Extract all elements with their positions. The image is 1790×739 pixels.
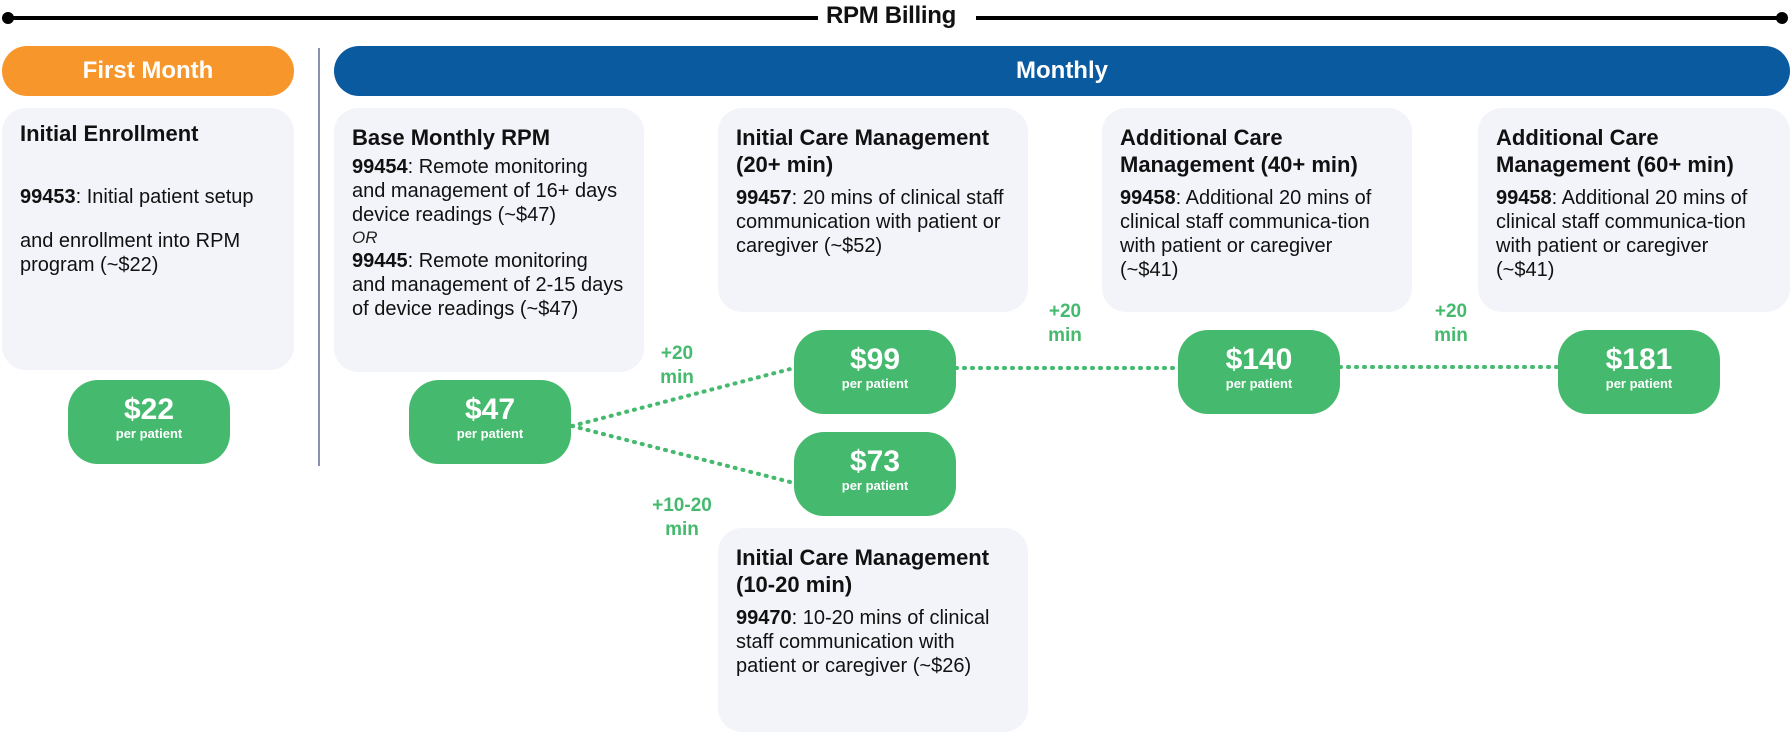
price-badge-47: $47 per patient <box>409 380 571 464</box>
card-text: : 10-20 mins of clinical staff communica… <box>736 607 990 677</box>
price-value: $181 <box>1605 343 1673 376</box>
card-line: 99453: Initial patient setup <box>20 185 276 209</box>
price-value: $47 <box>464 393 516 426</box>
cpt-code: 99445 <box>352 250 408 272</box>
price-value: $73 <box>849 445 901 478</box>
title-rule-left <box>8 16 818 20</box>
title-rule-right <box>976 16 1782 20</box>
card-text: : Remote monitoring and management of 2-… <box>352 250 624 320</box>
cpt-code: 99454 <box>352 156 408 178</box>
or-label: OR <box>352 228 378 247</box>
price-value: $99 <box>849 343 901 376</box>
price-unit: per patient <box>115 426 183 441</box>
card-text: : Additional 20 mins of clinical staff c… <box>1496 187 1748 281</box>
price-badge-181: $181 per patient <box>1558 330 1720 414</box>
connector-47-to-73 <box>570 424 796 485</box>
card-additional-care-40: Additional Care Management (40+ min) 994… <box>1102 108 1412 312</box>
monthly-label: Monthly <box>1016 57 1108 84</box>
time-label-plus-20: +20 min <box>660 343 694 388</box>
card-title: Initial Care Management (10-20 min) <box>736 545 990 597</box>
card-text: : Initial patient setup <box>75 186 254 208</box>
card-text: : Remote monitoring and management of 16… <box>352 156 618 226</box>
card-initial-enrollment: Initial Enrollment 99453: Initial patien… <box>2 108 294 370</box>
price-unit: per patient <box>841 376 909 391</box>
card-line: 99454: Remote monitoring and management … <box>352 155 626 227</box>
card-line: 99457: 20 mins of clinical staff communi… <box>736 186 1010 258</box>
price-unit: per patient <box>456 426 524 441</box>
cpt-code: 99458 <box>1120 187 1176 209</box>
title-rule-right-dot <box>1776 12 1788 24</box>
card-initial-care-20: Initial Care Management (20+ min) 99457:… <box>718 108 1028 312</box>
card-initial-care-10-20: Initial Care Management (10-20 min) 9947… <box>718 528 1028 732</box>
card-text: : 20 mins of clinical staff communicatio… <box>736 187 1004 257</box>
connector-47-to-99 <box>570 366 796 428</box>
card-title: Base Monthly RPM <box>352 125 551 150</box>
first-month-label: First Month <box>82 57 214 84</box>
price-badge-99: $99 per patient <box>794 330 956 414</box>
price-badge-22: $22 per patient <box>68 380 230 464</box>
price-badge-73: $73 per patient <box>794 432 956 516</box>
price-value: $140 <box>1225 343 1293 376</box>
price-unit: per patient <box>841 478 909 493</box>
card-line: 99458: Additional 20 mins of clinical st… <box>1120 186 1394 282</box>
cpt-code: 99457 <box>736 187 792 209</box>
cpt-code: 99453 <box>20 186 76 208</box>
price-unit: per patient <box>1605 376 1673 391</box>
time-label-plus-10-20: +10-20 min <box>652 495 712 540</box>
card-base-monthly-rpm: Base Monthly RPM 99454: Remote monitorin… <box>334 108 644 372</box>
price-value: $22 <box>123 393 175 426</box>
card-text: and enrollment into RPM program (~$22) <box>20 230 241 276</box>
monthly-header: Monthly <box>334 46 1790 96</box>
price-badge-140: $140 per patient <box>1178 330 1340 414</box>
page-title: RPM Billing <box>825 2 957 29</box>
section-divider <box>318 48 320 466</box>
card-text: : Additional 20 mins of clinical staff c… <box>1120 187 1372 281</box>
card-title: Additional Care Management (40+ min) <box>1120 125 1358 177</box>
card-title: Initial Enrollment <box>20 121 199 146</box>
card-additional-care-60: Additional Care Management (60+ min) 994… <box>1478 108 1790 312</box>
time-label-plus-20: +20 min <box>1434 301 1468 346</box>
card-line: 99458: Additional 20 mins of clinical st… <box>1496 186 1772 282</box>
cpt-code: 99458 <box>1496 187 1552 209</box>
card-line: 99470: 10-20 mins of clinical staff comm… <box>736 606 1010 678</box>
card-title: Additional Care Management (60+ min) <box>1496 125 1734 177</box>
time-label-plus-20: +20 min <box>1048 301 1082 346</box>
first-month-header: First Month <box>2 46 294 96</box>
card-title: Initial Care Management (20+ min) <box>736 125 990 177</box>
cpt-code: 99470 <box>736 607 792 629</box>
card-line: 99445: Remote monitoring and management … <box>352 249 626 321</box>
price-unit: per patient <box>1225 376 1293 391</box>
